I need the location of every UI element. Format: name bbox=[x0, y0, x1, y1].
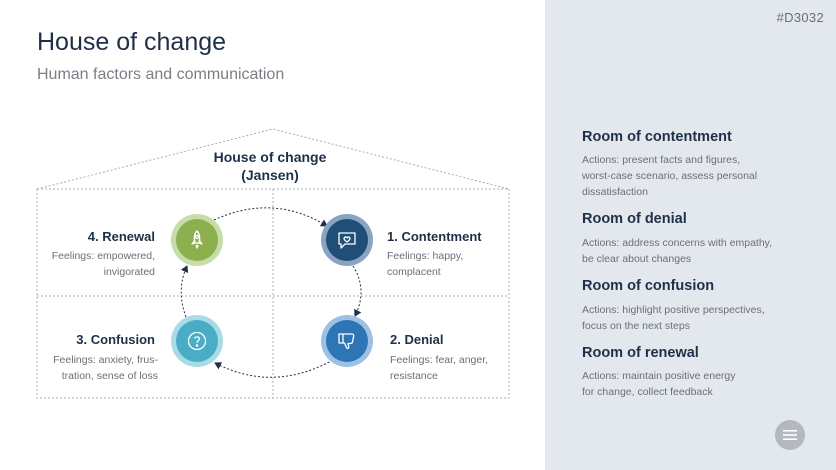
page-title: House of change bbox=[37, 28, 227, 56]
contentment-circle bbox=[321, 214, 373, 266]
sidebar-heading-renewal: Room of renewal bbox=[582, 345, 699, 361]
sidebar-heading-denial: Room of denial bbox=[582, 211, 687, 227]
house-diagram bbox=[36, 128, 510, 399]
room-desc-confusion: Feelings: anxiety, frus- tration, sense … bbox=[53, 354, 158, 382]
renewal-circle bbox=[171, 214, 223, 266]
slide-sidebar-panel bbox=[545, 0, 836, 470]
house-title-sub: (Jansen) bbox=[241, 167, 299, 183]
room-title-contentment: 1. Contentment bbox=[387, 229, 482, 244]
thumbs-down-icon bbox=[338, 333, 355, 350]
house-roof bbox=[36, 128, 510, 190]
sidebar-heading-confusion: Room of confusion bbox=[582, 278, 715, 294]
room-desc-renewal: Feelings: empowered, invigorated bbox=[51, 250, 155, 278]
denial-circle bbox=[321, 315, 373, 367]
hamburger-icon bbox=[783, 430, 797, 440]
question-icon bbox=[187, 331, 207, 351]
sidebar-heading-contentment: Room of contentment bbox=[582, 129, 732, 145]
arrow-confusion-to-renewal bbox=[180, 265, 189, 318]
house-title-main: House of change bbox=[213, 149, 327, 165]
sidebar-text-denial: Actions: address concerns with empathy, … bbox=[582, 237, 773, 265]
sidebar-text-renewal: Actions: maintain positive energy for ch… bbox=[582, 370, 736, 398]
room-title-confusion: 3. Confusion bbox=[76, 332, 155, 347]
room-title-denial: 2. Denial bbox=[390, 332, 444, 347]
arrow-contentment-to-denial bbox=[352, 265, 362, 317]
chat-heart-icon bbox=[338, 232, 356, 249]
arrow-denial-to-confusion bbox=[214, 359, 334, 378]
sidebar-text-contentment: Actions: present facts and figures, wors… bbox=[582, 154, 758, 198]
room-desc-denial: Feelings: fear, anger, resistance bbox=[390, 354, 489, 382]
confusion-circle bbox=[171, 315, 223, 367]
arrow-renewal-to-contentment bbox=[213, 207, 328, 227]
room-title-renewal: 4. Renewal bbox=[87, 229, 155, 244]
slide-id: #D3032 bbox=[776, 10, 824, 25]
rocket-icon bbox=[191, 230, 203, 249]
sidebar-text-confusion: Actions: highlight positive perspectives… bbox=[582, 304, 765, 332]
page-subtitle: Human factors and communication bbox=[37, 66, 285, 83]
house-title: House of change (Jansen) bbox=[175, 148, 365, 184]
room-desc-contentment: Feelings: happy, complacent bbox=[387, 250, 464, 278]
menu-button[interactable] bbox=[775, 420, 805, 450]
